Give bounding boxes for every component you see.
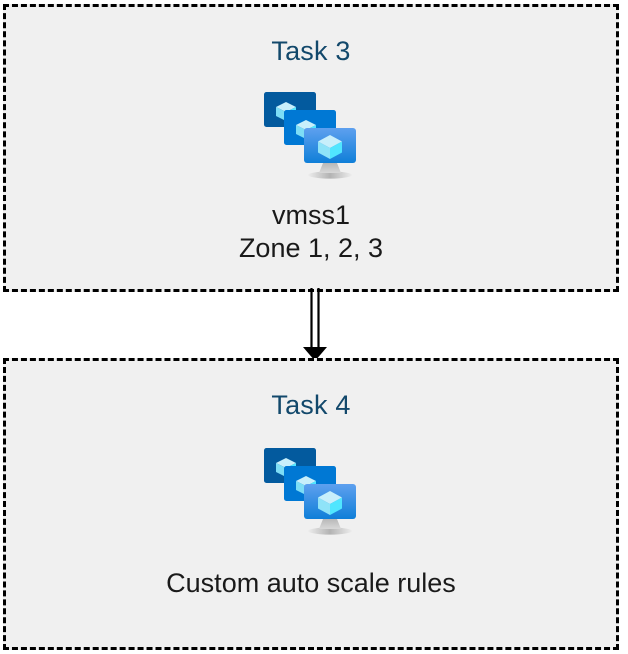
connector-arrow-task3-to-task4	[303, 288, 327, 361]
task-4-caption-line-1: Custom auto scale rules	[166, 568, 456, 598]
task-3-title: Task 3	[271, 36, 351, 66]
task-3-caption-line-1: vmss1	[271, 200, 350, 230]
task-node-task-4[interactable]: Task 4	[3, 358, 619, 650]
azure-vm-scale-set-icon	[264, 448, 356, 535]
task-node-task-3[interactable]: Task 3	[3, 4, 619, 292]
task-4-title: Task 4	[271, 390, 351, 420]
task-3-caption: vmss1 Zone 1, 2, 3	[239, 199, 383, 265]
task-4-caption: Custom auto scale rules	[166, 567, 456, 600]
azure-vm-scale-set-icon	[264, 92, 356, 179]
task-3-caption-line-2: Zone 1, 2, 3	[238, 233, 384, 263]
